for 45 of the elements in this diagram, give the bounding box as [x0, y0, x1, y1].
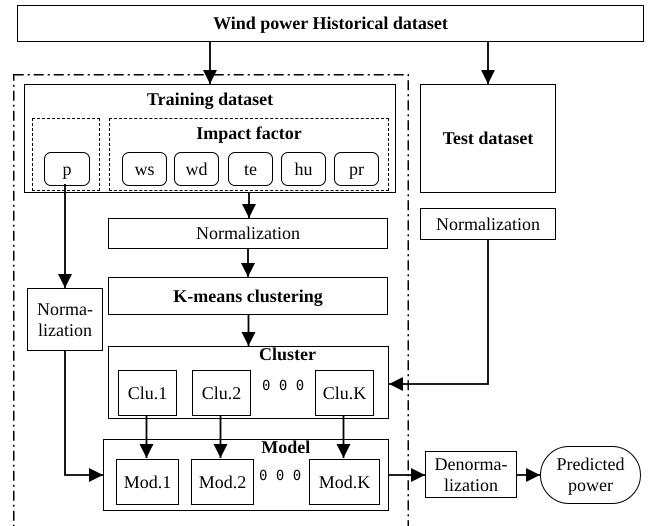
process-box: Mod.2	[191, 459, 254, 505]
process-box: Denorma- lization	[425, 451, 517, 498]
variable-box: p	[44, 152, 90, 186]
arrow	[517, 468, 540, 482]
arrow	[242, 315, 256, 346]
ellipsis-dots: 0 0 0	[259, 468, 302, 484]
variable-box: wd	[174, 152, 219, 186]
variable-box: te	[228, 152, 273, 186]
group-title: Training dataset	[146, 89, 274, 110]
process-box: Clu.1	[118, 370, 177, 416]
arrow	[140, 415, 154, 458]
group-title: Cluster	[259, 344, 316, 365]
arrow	[64, 351, 103, 482]
process-box: Norma- lization	[27, 288, 103, 351]
arrow	[214, 415, 228, 458]
process-box: Normalization	[420, 208, 556, 240]
arrow	[481, 42, 495, 84]
arrow	[203, 42, 217, 84]
process-box: Normalization	[108, 218, 388, 249]
arrow	[389, 240, 489, 391]
dataset-panel	[24, 84, 396, 193]
process-box: Mod.1	[116, 459, 179, 505]
process-box: Mod.K	[309, 459, 380, 505]
ellipsis-dots: 0 0 0	[262, 378, 304, 394]
process-box: Clu.K	[315, 370, 374, 416]
process-box: Clu.2	[192, 370, 251, 416]
arrow	[58, 184, 72, 288]
group-title: Model	[261, 437, 310, 458]
variable-box: hu	[281, 152, 326, 186]
dashed-group	[32, 118, 100, 191]
cluster-panel	[108, 346, 389, 419]
dataset-box: Wind power Historical dataset	[17, 5, 644, 42]
dashed-group	[109, 118, 389, 191]
arrow	[336, 415, 350, 458]
process-box: Test dataset	[420, 84, 556, 193]
region-boundary	[13, 74, 409, 526]
variable-box: ws	[122, 152, 167, 186]
variable-box: pr	[334, 152, 379, 186]
process-box: K-means clustering	[108, 277, 388, 315]
arrow	[389, 468, 425, 482]
arrow	[242, 193, 256, 218]
terminal-box: Predicted power	[540, 446, 641, 504]
group-title: Impact factor	[196, 123, 302, 144]
model-panel	[103, 439, 389, 511]
arrow	[241, 249, 255, 277]
